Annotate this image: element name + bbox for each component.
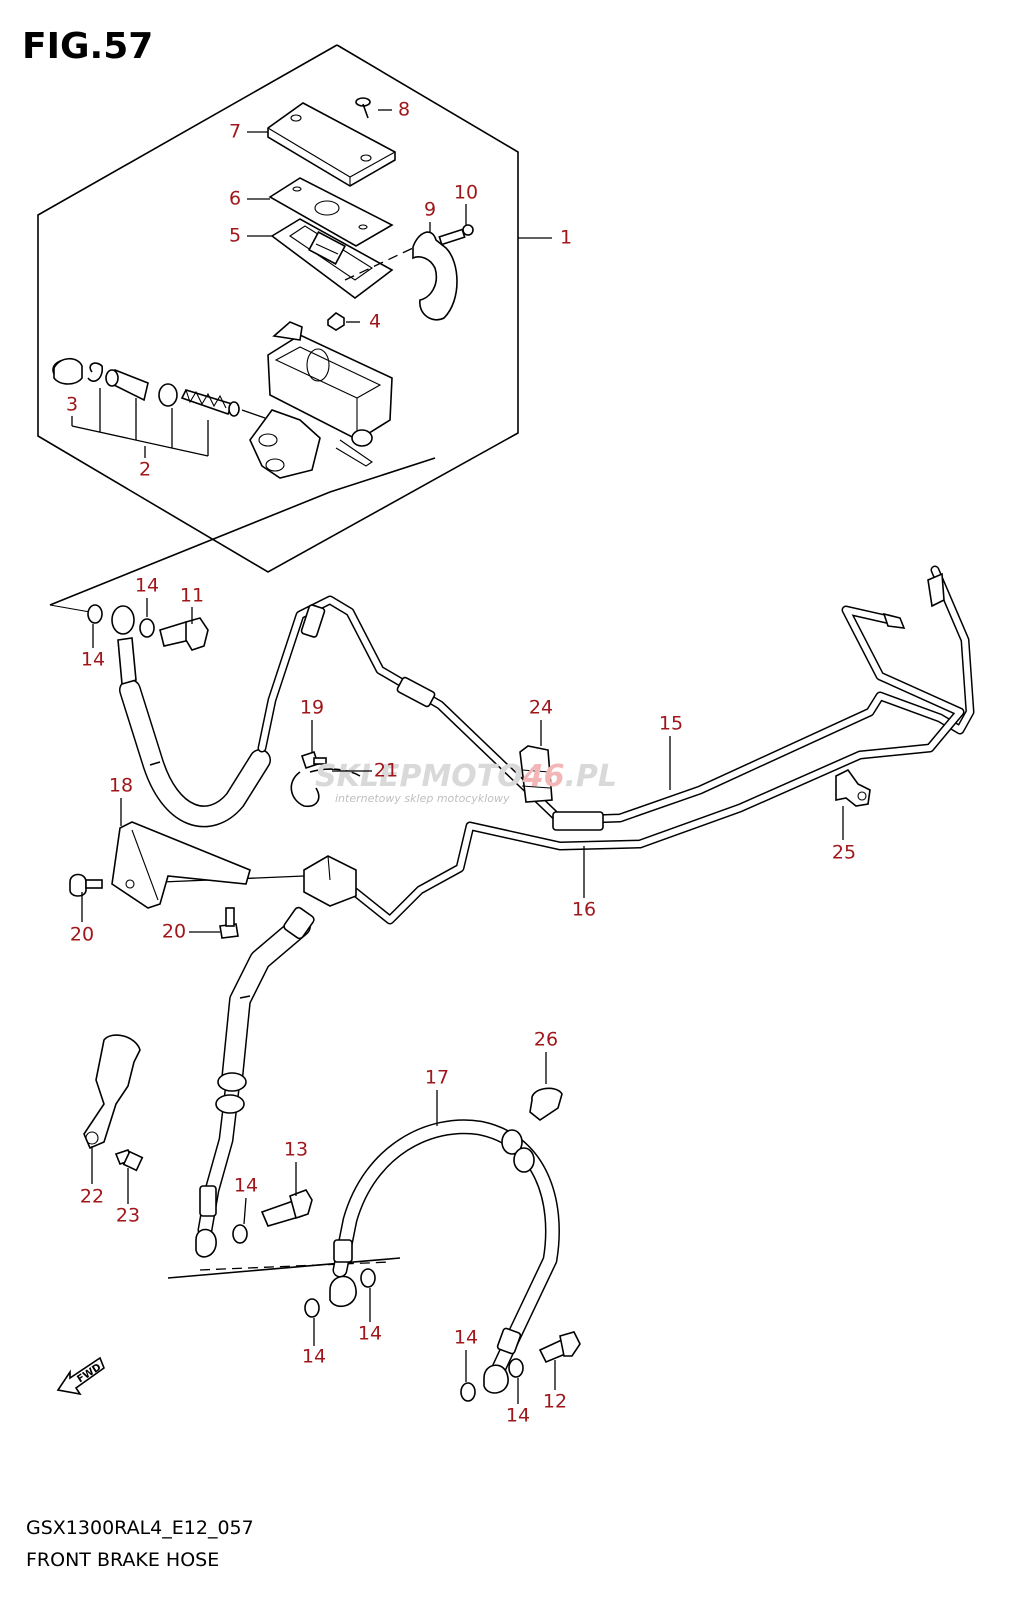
watermark: SKLEPMOTO46.PL internetowy sklep motocyk… (315, 759, 617, 805)
bracket-bolt-left[interactable] (69, 873, 103, 897)
hose-bracket-22[interactable] (83, 1034, 141, 1150)
brake-pipe-15[interactable] (257, 565, 975, 831)
callout-14-b[interactable]: 14 (81, 649, 105, 671)
callout-17[interactable]: 17 (425, 1067, 449, 1089)
callout-10[interactable]: 10 (454, 182, 478, 204)
cap-screw[interactable] (355, 97, 371, 119)
callout-20-a[interactable]: 20 (70, 924, 94, 946)
upper-hose[interactable] (111, 605, 271, 828)
callout-14-d[interactable]: 14 (302, 1346, 326, 1368)
watermark-brand: SKLEPMOTO46.PL (315, 759, 617, 794)
brake-pipe-16[interactable] (350, 605, 965, 925)
bracket-bolt-bottom[interactable] (219, 907, 239, 939)
callout-20-b[interactable]: 20 (162, 921, 186, 943)
callout-22[interactable]: 22 (80, 1186, 104, 1208)
callout-6[interactable]: 6 (229, 188, 241, 210)
callout-26[interactable]: 26 (534, 1029, 558, 1051)
callout-14-c[interactable]: 14 (234, 1175, 258, 1197)
callout-18[interactable]: 18 (109, 775, 133, 797)
holder-clamp[interactable] (344, 231, 458, 321)
callout-7[interactable]: 7 (229, 121, 241, 143)
watermark-tagline: internetowy sklep motocyklowy (335, 792, 510, 805)
callout-4[interactable]: 4 (369, 311, 381, 333)
callout-13[interactable]: 13 (284, 1139, 308, 1161)
callout-12[interactable]: 12 (543, 1391, 567, 1413)
fwd-arrow-icon: FWD (56, 1356, 105, 1396)
leader-lines (81, 109, 844, 1404)
lower-hose-17[interactable] (329, 1119, 560, 1394)
figure-caption: FRONT BRAKE HOSE (26, 1549, 219, 1571)
piston-kit[interactable] (52, 357, 266, 458)
hose-clamp-26[interactable] (529, 1087, 563, 1121)
pipe-joint[interactable] (161, 855, 357, 907)
hose-clamp-21[interactable] (290, 768, 361, 808)
callout-14-e[interactable]: 14 (358, 1323, 382, 1345)
master-cylinder-body[interactable] (249, 321, 393, 479)
callout-8[interactable]: 8 (398, 99, 410, 121)
callout-5[interactable]: 5 (229, 225, 241, 247)
lower-hose-center[interactable] (195, 906, 315, 1258)
diaphragm-plate[interactable] (268, 177, 394, 247)
bracket-bolt-23[interactable] (114, 1149, 144, 1172)
bracket-18[interactable] (111, 821, 251, 909)
callout-16[interactable]: 16 (572, 899, 596, 921)
callout-labels: 1 2 3 4 5 6 7 8 9 10 11 12 13 14 14 14 1… (66, 99, 856, 1427)
diaphragm[interactable] (270, 218, 394, 300)
reservoir-cap[interactable] (267, 102, 396, 187)
callout-23[interactable]: 23 (116, 1205, 140, 1227)
clamp-bolt[interactable] (438, 224, 474, 246)
callout-19[interactable]: 19 (300, 697, 324, 719)
clamp-bolt-19[interactable] (300, 750, 327, 770)
figure-title: FIG.57 (22, 26, 153, 67)
callout-11[interactable]: 11 (180, 585, 204, 607)
callout-25[interactable]: 25 (832, 842, 856, 864)
banjo-bolt-12[interactable] (538, 1331, 581, 1364)
callout-3[interactable]: 3 (66, 394, 78, 416)
pipe-clamp-25[interactable] (835, 768, 871, 807)
upper-banjo-hardware[interactable] (87, 604, 209, 651)
lower-washers[interactable] (304, 1268, 524, 1402)
pipe-clamp-24[interactable] (519, 745, 553, 803)
callout-15[interactable]: 15 (659, 713, 683, 735)
washer-14-mid[interactable] (232, 1224, 248, 1244)
callout-14-a[interactable]: 14 (135, 575, 159, 597)
banjo-bolt-13[interactable] (260, 1189, 313, 1227)
callout-2[interactable]: 2 (139, 459, 151, 481)
master-cylinder-outline (37, 44, 552, 573)
callout-14-f[interactable]: 14 (454, 1327, 478, 1349)
model-code: GSX1300RAL4_E12_057 (26, 1517, 254, 1539)
callout-24[interactable]: 24 (529, 697, 553, 719)
callout-14-g[interactable]: 14 (506, 1405, 530, 1427)
small-nut[interactable] (327, 312, 345, 331)
callout-21[interactable]: 21 (374, 760, 398, 782)
callout-9[interactable]: 9 (424, 199, 436, 221)
callout-1[interactable]: 1 (560, 227, 572, 249)
